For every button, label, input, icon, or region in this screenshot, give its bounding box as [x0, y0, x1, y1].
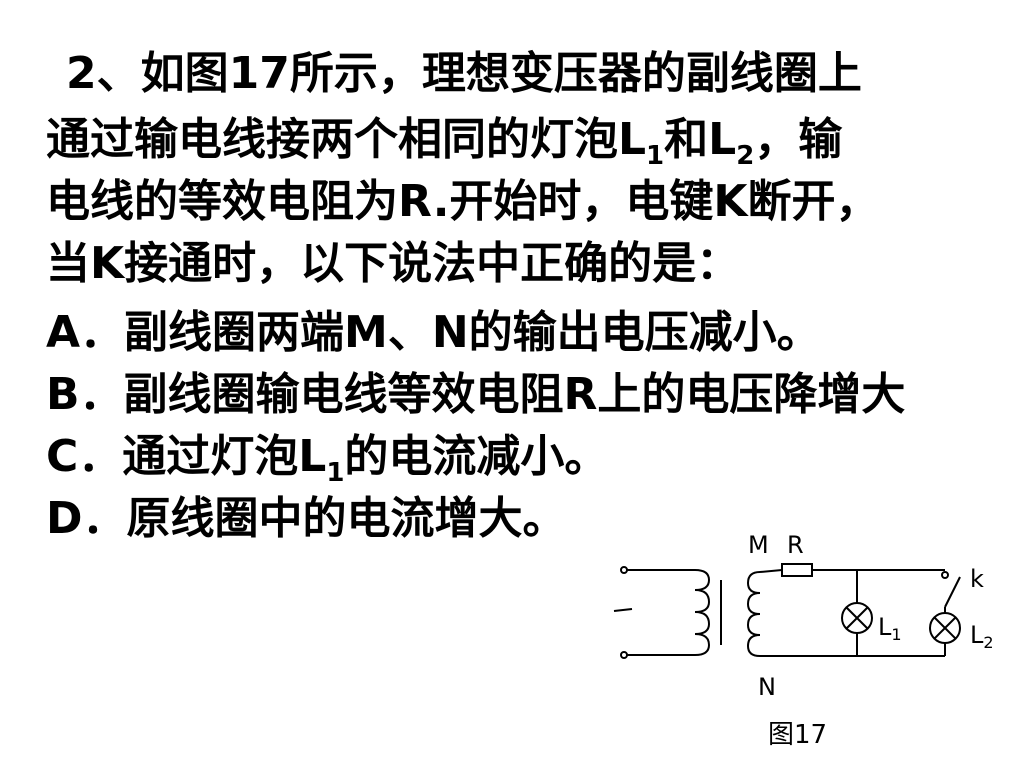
switch-k-terminal — [941, 571, 949, 579]
subscript-2: 2 — [736, 141, 755, 171]
label-l2: L2 — [970, 621, 994, 652]
option-a-text: A．副线圈两端M、N的输出电压减小。 — [46, 307, 821, 358]
wire-m-to-r — [759, 569, 783, 573]
label-n: N — [758, 673, 776, 701]
primary-coil — [694, 569, 711, 656]
label-r: R — [787, 531, 804, 559]
question-line-1: 2、如图17所示，理想变压器的副线圈上 — [66, 46, 862, 102]
primary-tilde — [613, 608, 633, 612]
option-c-text-a: C．通过灯泡L — [46, 431, 327, 482]
label-k: k — [970, 565, 984, 593]
option-b: B．副线圈输电线等效电阻R上的电压降增大 — [46, 367, 905, 423]
question-text-2b: 和L — [664, 114, 737, 165]
primary-terminal-top — [620, 566, 628, 574]
question-text-4: 当K接通时，以下说法中正确的是： — [46, 238, 741, 289]
option-b-text: B．副线圈输电线等效电阻R上的电压降增大 — [46, 369, 906, 420]
primary-terminal-bottom — [620, 651, 628, 659]
option-d: D．原线圈中的电流增大。 — [46, 491, 567, 547]
question-text-2a: 通过输电线接两个相同的灯泡L — [46, 114, 647, 165]
question-line-4: 当K接通时，以下说法中正确的是： — [46, 236, 740, 292]
switch-k-blade — [944, 576, 961, 608]
question-text-1: 2、如图17所示，理想变压器的副线圈上 — [66, 48, 862, 99]
option-d-text: D．原线圈中的电流增大。 — [46, 493, 567, 544]
circuit-diagram: M R N k L1 L2 图17 — [613, 531, 994, 750]
option-c: C．通过灯泡L1的电流减小。 — [46, 429, 609, 488]
resistor-r — [781, 563, 813, 577]
question-text-2c: ，输 — [754, 114, 843, 165]
subscript-1: 1 — [646, 141, 665, 171]
question-text-3: 电线的等效电阻为R.开始时，电键K断开， — [46, 176, 880, 227]
option-c-subscript: 1 — [326, 458, 345, 488]
option-c-text-b: 的电流减小。 — [344, 431, 609, 482]
option-a: A．副线圈两端M、N的输出电压减小。 — [46, 305, 821, 361]
label-l1: L1 — [878, 613, 902, 644]
question-line-3: 电线的等效电阻为R.开始时，电键K断开， — [46, 174, 880, 230]
label-m: M — [748, 531, 769, 559]
secondary-coil — [746, 571, 761, 657]
figure-caption: 图17 — [768, 720, 827, 750]
question-line-2: 通过输电线接两个相同的灯泡L1和L2，输 — [46, 112, 843, 171]
